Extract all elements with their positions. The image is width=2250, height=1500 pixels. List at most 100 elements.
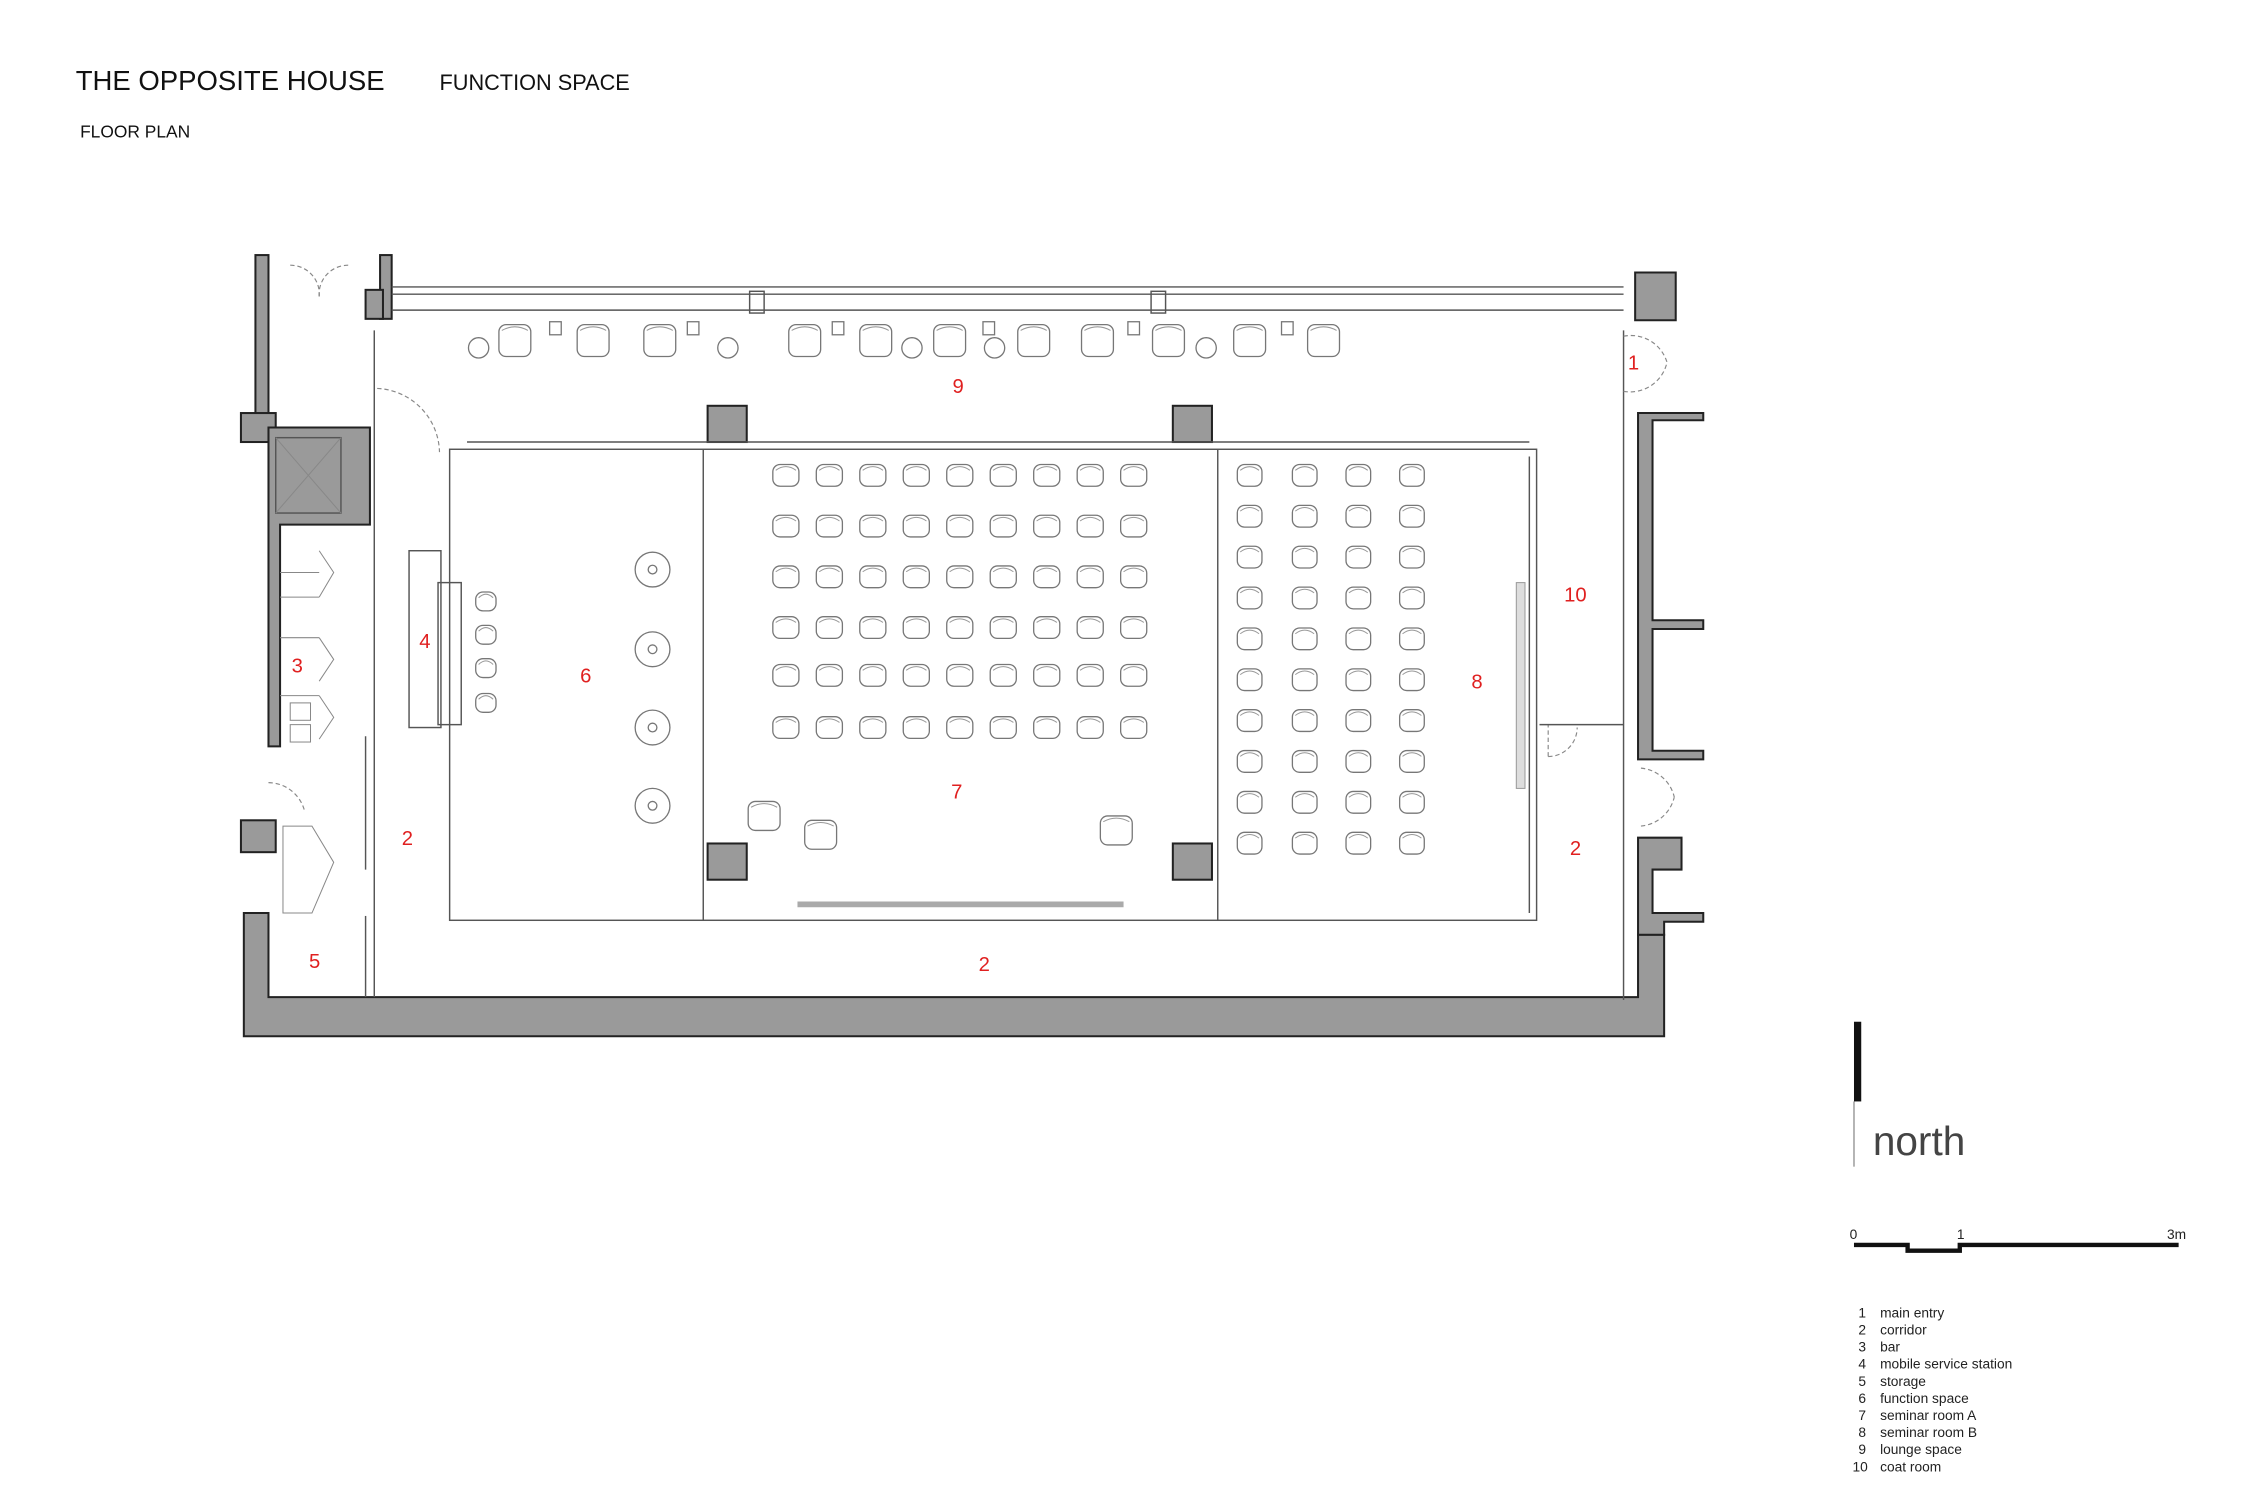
seminar-b-chair (1291, 463, 1318, 487)
movable-partitions (364, 441, 1538, 998)
seminar-a-chair (772, 616, 800, 640)
seminar-b-chair (1236, 504, 1263, 528)
room-label-storage: 5 (309, 951, 320, 973)
legend-number: 10 (1853, 1459, 1869, 1474)
seminar-a-chair (815, 514, 844, 538)
legend-text: main entry (1880, 1305, 1944, 1320)
seminar-b-chair (1345, 463, 1372, 487)
north-label: north (1873, 1118, 1965, 1164)
seminar-a-chair (946, 663, 974, 687)
seminar-a-chair (902, 716, 930, 740)
stool (475, 591, 497, 612)
seminar-a-chair (859, 663, 887, 687)
seminar-b-chair (1236, 831, 1263, 855)
lounge-chair (1306, 323, 1341, 358)
plan-type-label: FLOOR PLAN (80, 122, 190, 142)
seminar-a-chair (1120, 463, 1148, 487)
lamp (831, 321, 845, 336)
seminar-b-chair (1345, 749, 1372, 773)
seminar-a-chair (1076, 663, 1104, 687)
seminar-a-chair (946, 616, 974, 640)
seminar-a-chair (1076, 514, 1104, 538)
side-table (467, 337, 490, 359)
seminar-b-chair (1236, 627, 1263, 651)
seminar-a-chair (946, 565, 974, 589)
room-label-seminar-b: 8 (1471, 671, 1482, 693)
table-center (647, 564, 658, 575)
side-table (717, 337, 739, 359)
seminar-a-chair (902, 463, 930, 487)
seminar-a-chair (902, 616, 930, 640)
seminar-b-chair (1236, 545, 1263, 569)
seminar-a-chair (989, 616, 1017, 640)
legend-text: corridor (1880, 1322, 1927, 1337)
side-table (983, 337, 1006, 359)
legend-text: seminar room B (1880, 1425, 1977, 1440)
seminar-a-chair (1033, 463, 1061, 487)
presenter-chair (804, 819, 838, 850)
lounge-chair (788, 323, 822, 358)
seminar-a-chair (815, 565, 844, 589)
presenter-chair (747, 800, 781, 832)
seminar-b-chair (1345, 790, 1372, 814)
seminar-a-chair (902, 565, 930, 589)
seminar-b-chair (1236, 790, 1263, 814)
seminar-b-chair (1398, 668, 1425, 692)
seminar-a-chair (1033, 716, 1061, 740)
stool (475, 624, 497, 645)
legend-text: bar (1880, 1340, 1900, 1355)
seminar-b-chair (1291, 627, 1318, 651)
plan-title: THE OPPOSITE HOUSE (76, 65, 385, 96)
seminar-b-chair (1398, 627, 1425, 651)
seminar-a-chair (1033, 616, 1061, 640)
seminar-b-chair (1291, 709, 1318, 733)
legend-number: 4 (1858, 1357, 1866, 1372)
seminar-b-chair (1236, 749, 1263, 773)
seminar-b-chair (1398, 463, 1425, 487)
seminar-b-chair (1345, 668, 1372, 692)
legend-number: 5 (1858, 1374, 1866, 1389)
seminar-a-chair (946, 514, 974, 538)
lamp (548, 321, 562, 336)
lamp (1280, 321, 1294, 336)
stool (475, 692, 497, 713)
seminar-a-chair (946, 463, 974, 487)
seminar-a-chair (859, 716, 887, 740)
seminar-a-chair (1076, 463, 1104, 487)
lounge-chair (1233, 323, 1267, 358)
room-label-lounge: 9 (953, 376, 964, 398)
room-label-corridor-east: 2 (1570, 838, 1581, 860)
seminar-a-chair (902, 514, 930, 538)
seminar-a-chair (859, 565, 887, 589)
seminar-a-chair (1120, 514, 1148, 538)
seminar-b-chair (1398, 545, 1425, 569)
seminar-a-chair (1120, 716, 1148, 740)
lounge-chair (933, 323, 967, 358)
seminar-a-chair (989, 463, 1017, 487)
room-labels: 9 1 10 8 7 6 4 3 2 2 2 5 (292, 353, 1640, 976)
seminar-b-chair (1291, 504, 1318, 528)
lounge-chair (1151, 323, 1186, 358)
legend-text: storage (1880, 1374, 1926, 1389)
seminar-b-chair (1398, 504, 1425, 528)
north-indicator: north (1853, 1021, 1965, 1167)
lounge-chair (643, 323, 677, 358)
seminar-b-chair (1345, 831, 1372, 855)
seminar-b-chair (1236, 668, 1263, 692)
seminar-b-chair (1398, 586, 1425, 610)
seminar-b-chair (1398, 709, 1425, 733)
seminar-a-chair (989, 663, 1017, 687)
seminar-a-chair (989, 514, 1017, 538)
room-label-function-space: 6 (580, 666, 591, 688)
seminar-b-chair (1345, 586, 1372, 610)
seminar-a-chair (815, 616, 844, 640)
seminar-b-chair (1398, 831, 1425, 855)
scale-tick-1: 1 (1957, 1227, 1965, 1242)
legend-number: 3 (1858, 1340, 1866, 1355)
window-wall (391, 286, 1624, 314)
room-label-bar: 3 (292, 655, 303, 677)
seminar-a-chair (989, 716, 1017, 740)
scale-tick-0: 0 (1850, 1227, 1858, 1242)
seminar-a-chair (772, 663, 800, 687)
